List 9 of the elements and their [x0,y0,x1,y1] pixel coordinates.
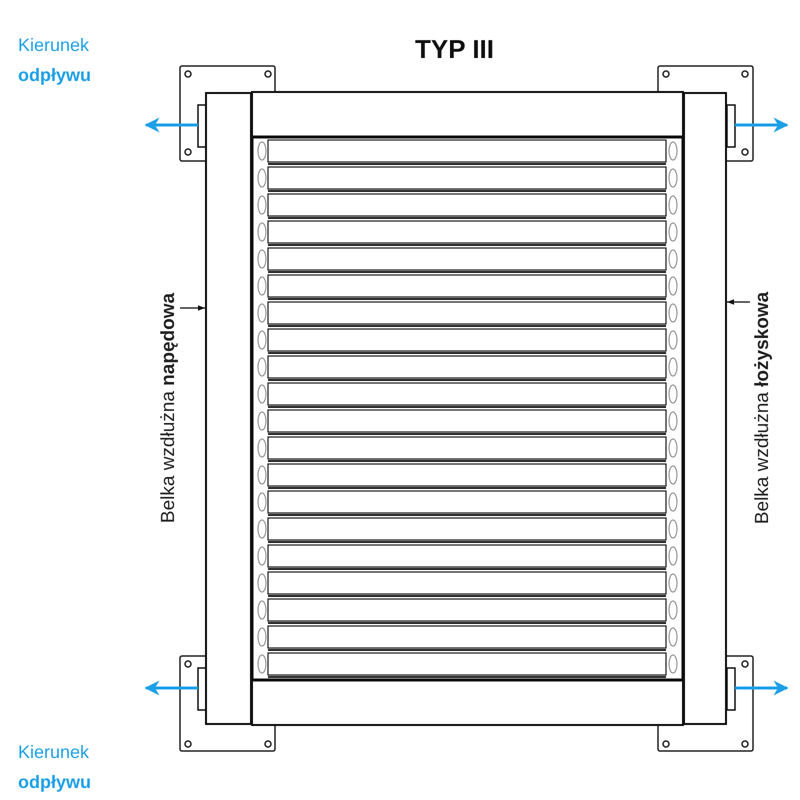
beam-label: Belka wzdłużna napędowa [158,292,178,524]
leader-line [180,305,205,311]
flow-direction-label: Kierunek odpływu [18,34,92,87]
leader-line [727,299,750,305]
beam-label: Belka wzdłużna łożyskowa [752,292,772,524]
longitudinal-beam [205,92,252,725]
title: TYP III [415,36,494,62]
longitudinal-beam [683,92,727,725]
flow-direction-label: Kierunek odpływu [18,741,92,794]
